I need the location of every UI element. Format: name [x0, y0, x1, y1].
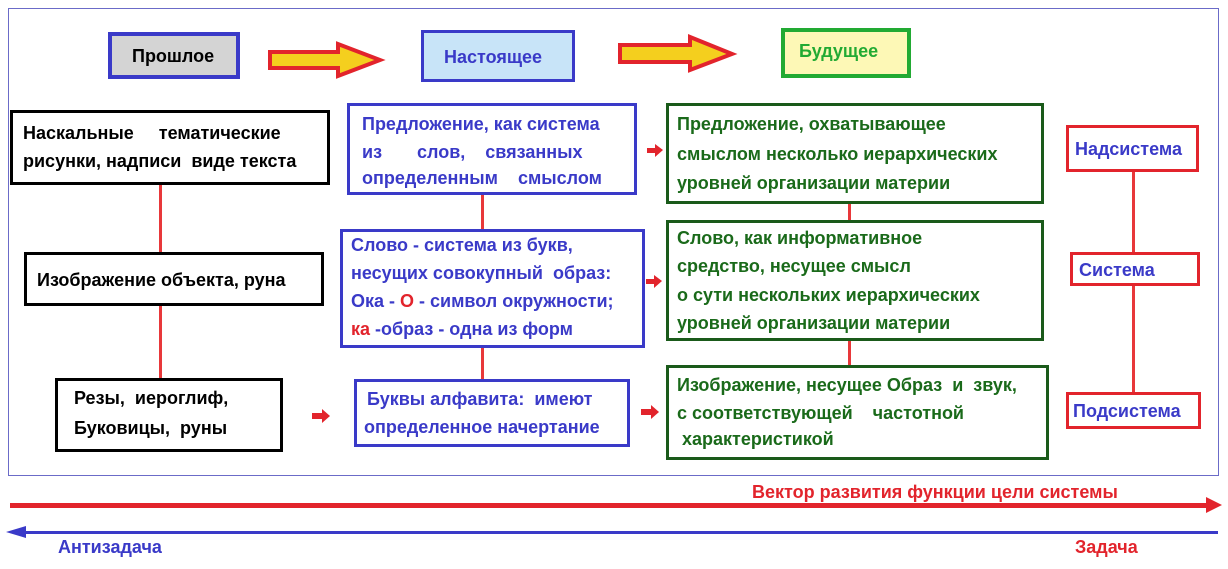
present-box-2-line-4-b: -образ - одна из форм: [370, 319, 573, 339]
diagram-frame: [8, 8, 1219, 476]
present-box-2-line-3-a: Ока -: [351, 291, 401, 311]
header-past: Прошлое: [108, 32, 240, 79]
future-box-3-line-3: характеристикой: [677, 429, 834, 449]
present-box-2-letter-o: О: [400, 291, 415, 311]
future-box-1-line-2: смыслом несколько иерархических: [677, 144, 998, 164]
present-box-2-line-1: Слово - система из букв,: [351, 235, 573, 255]
present-box-2-line-3-c: - символ окружности;: [414, 291, 614, 311]
future-box-2-line-4: уровней организации материи: [677, 313, 951, 333]
past-connector-2: [159, 306, 162, 378]
past-box-3-line-2: Буковицы, руны: [74, 418, 228, 438]
past-box-object-image: Изображение объекта, руна: [24, 252, 324, 306]
future-box-3-line-1: Изображение, несущее Образ и звук,: [677, 375, 1017, 395]
future-box-1-line-1: Предложение, охватывающее: [677, 114, 946, 134]
development-vector-arrow: [10, 497, 1222, 513]
small-arrow-3: [312, 409, 330, 423]
future-box-sentence: Предложение, охватывающее смыслом нескол…: [666, 103, 1044, 204]
past-box-2-line-1: Изображение объекта, руна: [37, 270, 286, 290]
past-box-1-line-1: Наскальные тематические: [23, 123, 281, 143]
present-box-1-line-1: Предложение, как система: [362, 114, 600, 134]
present-box-word: Слово - система из букв, несущих совокуп…: [340, 229, 645, 348]
header-past-label: Прошлое: [132, 46, 215, 66]
small-arrow-4: [641, 405, 659, 419]
present-box-1-line-2: из слов, связанных: [362, 142, 583, 162]
present-box-2-line-4: ка -образ - одна из форм: [351, 315, 573, 343]
past-connector-1: [159, 185, 162, 252]
future-box-2-line-3: о сути нескольких иерархических: [677, 285, 980, 305]
past-box-cave-drawings: Наскальные тематические рисунки, надписи…: [10, 110, 330, 185]
present-box-sentence: Предложение, как система из слов, связан…: [347, 103, 637, 195]
present-box-alphabet: Буквы алфавита: имеют определенное начер…: [354, 379, 630, 447]
future-connector-1: [848, 204, 851, 220]
small-arrow-2: [646, 275, 662, 288]
header-future-label: Будущее: [799, 41, 879, 61]
future-box-2-line-2: средство, несущее смысл: [677, 256, 911, 276]
future-box-2-line-1: Слово, как информативное: [677, 228, 923, 248]
present-box-1-line-3: определенным смыслом: [362, 168, 602, 188]
task-label: Задача: [1075, 537, 1138, 557]
present-box-2-line-2: несущих совокупный образ:: [351, 263, 612, 283]
level-system: Система: [1070, 252, 1200, 286]
past-box-3-line-1: Резы, иероглиф,: [74, 388, 229, 408]
future-box-1-line-3: уровней организации материи: [677, 173, 951, 193]
header-arrow-present-future: [618, 34, 738, 73]
present-box-2-line-3: Ока - О - символ окружности;: [351, 287, 614, 315]
future-connector-2: [848, 341, 851, 365]
header-present-label: Настоящее: [444, 47, 543, 67]
future-box-3-line-2: с соответствующей частотной: [677, 403, 964, 423]
present-box-2-syllable-ka: ка: [351, 319, 371, 339]
present-box-3-line-2: определенное начертание: [364, 417, 600, 437]
anti-task-label: Антизадача: [58, 537, 162, 557]
anti-task-vector-arrow: [6, 526, 1218, 538]
present-connector-1: [481, 195, 484, 229]
future-box-image-sound: Изображение, несущее Образ и звук, с соо…: [666, 365, 1049, 460]
level-system-label: Система: [1079, 260, 1155, 280]
header-arrow-past-present: [268, 41, 386, 79]
past-box-1-line-2: рисунки, надписи виде текста: [23, 151, 297, 171]
small-arrow-1: [647, 144, 663, 157]
level-connector-2: [1132, 286, 1135, 392]
future-box-word: Слово, как информативное средство, несущ…: [666, 220, 1044, 341]
level-supersystem: Надсистема: [1066, 125, 1199, 172]
present-box-3-line-1: Буквы алфавита: имеют: [367, 389, 593, 409]
present-connector-2: [481, 348, 484, 379]
development-vector-label: Вектор развития функции цели системы: [752, 482, 1118, 502]
level-subsystem-label: Подсистема: [1073, 401, 1181, 421]
level-connector-1: [1132, 172, 1135, 252]
level-supersystem-label: Надсистема: [1075, 139, 1182, 159]
past-box-hieroglyphs: Резы, иероглиф, Буковицы, руны: [55, 378, 283, 452]
header-present: Настоящее: [421, 30, 575, 82]
level-subsystem: Подсистема: [1066, 392, 1201, 429]
header-future: Будущее: [781, 28, 911, 78]
